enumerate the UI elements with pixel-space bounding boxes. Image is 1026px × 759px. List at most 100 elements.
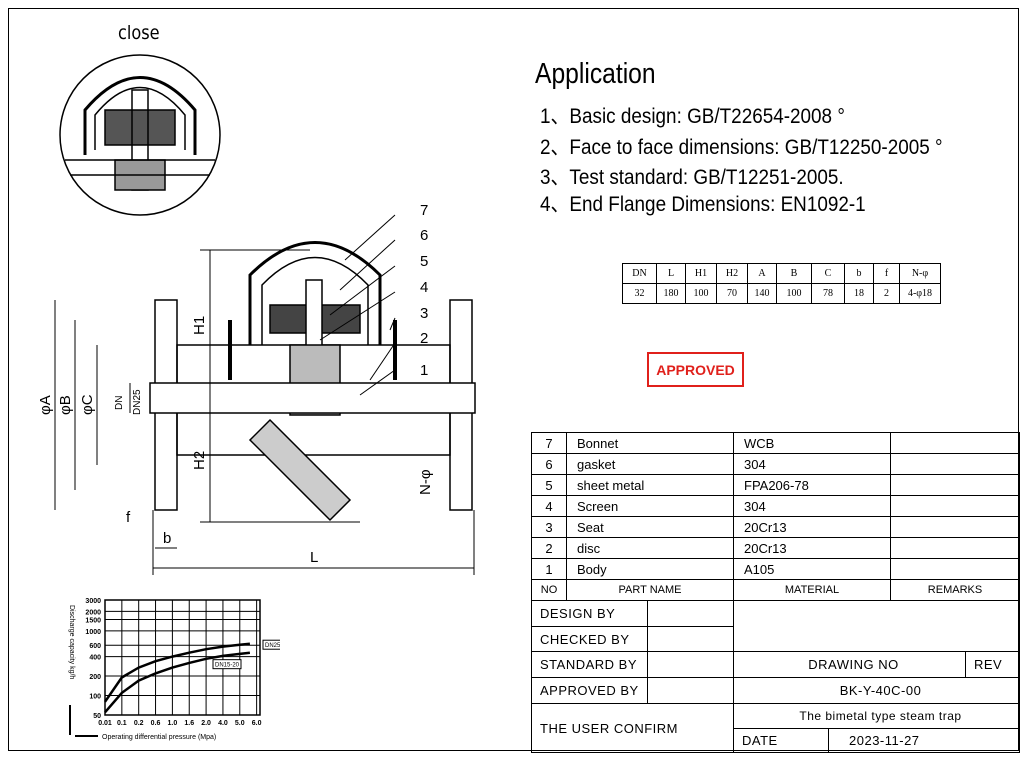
part-no: 6 [531, 453, 567, 475]
drawing-no-label: DRAWING NO [733, 651, 966, 678]
y-tick-label: 600 [89, 643, 101, 650]
dimension-lines [54, 214, 475, 575]
part-name: Body [566, 558, 734, 580]
dim-header: A [747, 263, 777, 284]
part-material: 304 [733, 495, 891, 517]
part-name: sheet metal [566, 474, 734, 496]
x-tick-label: 2.0 [201, 720, 211, 727]
dim-header: H1 [685, 263, 717, 284]
dim-H2: H2 [191, 451, 208, 470]
date-value: 2023-11-27 [828, 728, 1020, 753]
part-material: 20Cr13 [733, 516, 891, 538]
dim-header: N-φ [899, 263, 941, 284]
part-remarks [890, 516, 1020, 538]
part-no: 5 [531, 474, 567, 496]
callout-3: 3 [420, 305, 428, 322]
x-tick-label: 0.1 [117, 720, 127, 727]
approved-by-label: APPROVED BY [531, 677, 648, 704]
dim-C: φC [79, 394, 96, 415]
y-tick-label: 3000 [85, 598, 101, 605]
part-remarks [890, 558, 1020, 580]
part-remarks [890, 453, 1020, 475]
x-tick-label: 4.0 [218, 720, 228, 727]
dim-value: 18 [844, 283, 874, 304]
dim-value: 78 [811, 283, 845, 304]
callout-2: 2 [420, 330, 428, 347]
x-tick-label: 1.0 [168, 720, 178, 727]
sheet-border [8, 8, 1019, 751]
part-no: 3 [531, 516, 567, 538]
rev-label: REV [965, 651, 1020, 678]
callout-6: 6 [420, 227, 428, 244]
dim-value: 32 [622, 283, 657, 304]
y-tick-label: 400 [89, 655, 101, 662]
x-tick-label: 0.2 [134, 720, 144, 727]
part-name: disc [566, 537, 734, 559]
design-by-label: DESIGN BY [531, 600, 648, 627]
y-tick-label: 50 [93, 713, 101, 720]
dim-header: b [844, 263, 874, 284]
dim-value: 180 [656, 283, 686, 304]
header-remarks: REMARKS [890, 579, 1020, 601]
part-remarks [890, 432, 1020, 454]
part-material: WCB [733, 432, 891, 454]
dim-H1: H1 [191, 316, 208, 335]
dim-header: C [811, 263, 845, 284]
application-line-4: 4、End Flange Dimensions: EN1092-1 [540, 193, 866, 216]
dim-B: φB [57, 395, 74, 415]
y-tick-label: 200 [89, 674, 101, 681]
callout-4: 4 [420, 279, 428, 296]
chart-plot-area [104, 599, 261, 716]
x-tick-label: 1.6 [184, 720, 194, 727]
application-title: Application [535, 58, 656, 90]
dim-f: f [126, 509, 131, 526]
series-line-DN25-50 [103, 642, 251, 703]
valve-drawing: 7 6 5 4 3 2 1 L f b H1 H2 φA φB φC N-φ D… [37, 54, 476, 575]
y-tick-label: 1500 [85, 617, 101, 624]
checked-by-value [647, 626, 734, 652]
y-tick-label: 100 [89, 694, 101, 701]
blank-cell [733, 600, 1020, 652]
standard-by-value [647, 651, 734, 678]
header-material: MATERIAL [733, 579, 891, 601]
x-axis-label: Operating differential pressure (Mpa) [102, 734, 216, 741]
dim-N: N-φ [417, 469, 434, 495]
part-no: 2 [531, 537, 567, 559]
detail-label: close [118, 22, 160, 44]
x-tick-label: 0.01 [98, 720, 112, 727]
parts-header-row: NO PART NAME MATERIAL REMARKS [531, 579, 1020, 601]
dim-DN: DN [114, 396, 125, 410]
standard-by-label: STANDARD BY [531, 651, 648, 678]
series-line-DN15-20 [104, 651, 251, 714]
series-label: DN15-20 [215, 663, 240, 669]
part-name: Screen [566, 495, 734, 517]
part-material: 304 [733, 453, 891, 475]
product-name: The bimetal type steam trap [733, 703, 1020, 729]
part-remarks [890, 537, 1020, 559]
series-label: DN25-50 [265, 643, 280, 649]
design-by-value [647, 600, 734, 627]
dim-L: L [310, 549, 318, 566]
dim-value: 100 [776, 283, 812, 304]
part-remarks [890, 495, 1020, 517]
application-line-1: 1、Basic design: GB/T22654-2008 ° [540, 105, 845, 128]
dim-value: 4-φ18 [899, 283, 941, 304]
application-line-3: 3、Test standard: GB/T12251-2005. [540, 166, 844, 189]
header-part-name: PART NAME [566, 579, 734, 601]
header-no: NO [531, 579, 567, 601]
checked-by-label: CHECKED BY [531, 626, 648, 652]
y-tick-label: 2000 [85, 609, 101, 616]
part-name: gasket [566, 453, 734, 475]
callout-5: 5 [420, 253, 428, 270]
approved-stamp: APPROVED [647, 352, 744, 387]
dim-DN25: DN25 [132, 389, 143, 415]
